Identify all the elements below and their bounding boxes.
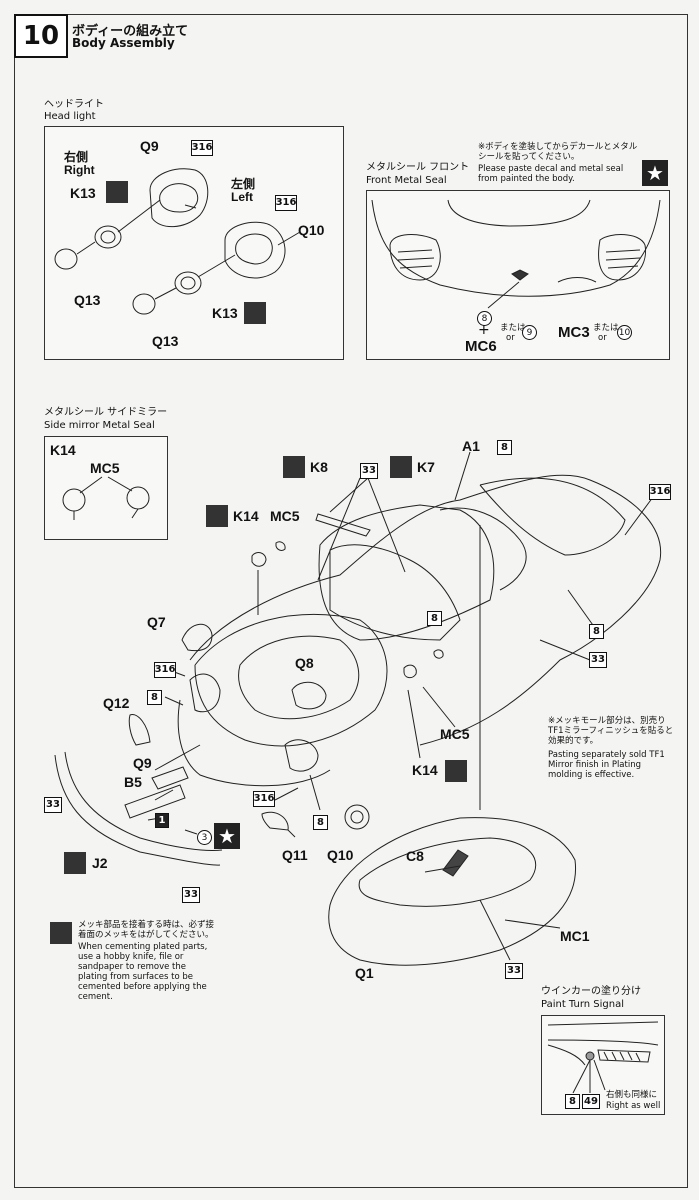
star-icon: ★ (214, 823, 240, 849)
label-b5: B5 (124, 774, 142, 790)
label-k14-main: K14 (233, 508, 259, 524)
decal-8-front: 8 (477, 311, 492, 326)
label-q11: Q11 (282, 847, 308, 863)
turn-signal-section-en: Paint Turn Signal (541, 999, 625, 1010)
label-k14-side: K14 (412, 762, 438, 778)
label-mc3: MC3 (558, 324, 590, 341)
headlight-left-jp: 左側 (231, 177, 256, 191)
paint-33-top: 33 (360, 463, 378, 479)
label-q1: Q1 (355, 965, 374, 981)
label-q9-main: Q9 (133, 755, 152, 771)
label-k13-left: K13 (212, 305, 238, 321)
decal-9-front: 9 (522, 325, 537, 340)
front-seal-plus: + (478, 322, 490, 338)
label-k8: K8 (310, 459, 328, 475)
label-q13-left: Q13 (152, 333, 179, 349)
label-q9-headlight: Q9 (140, 138, 159, 154)
label-k13-right: K13 (70, 185, 96, 201)
label-mc1: MC1 (560, 928, 590, 944)
step-title-en: Body Assembly (72, 36, 175, 50)
mirror-finish-note-jp: ※メッキモール部分は、別売りTF1ミラーフィニッシュを貼ると効果的です。 (548, 716, 674, 746)
label-mc6: MC6 (465, 338, 497, 355)
mirror-finish-note-en: Pasting separately sold TF1 Mirror finis… (548, 750, 665, 780)
paint-33-hatch: 33 (505, 963, 523, 979)
label-mc5-main: MC5 (270, 508, 300, 524)
or-en-2: or (598, 333, 607, 343)
step-title-jp: ボディーの組み立て (72, 24, 189, 39)
mirror-seal-section-jp: メタルシール サイドミラー (44, 407, 168, 418)
headlight-right-jp: 右側 (64, 150, 89, 164)
chrome-part-icon (445, 760, 467, 782)
headlight-right-en: Right (64, 163, 95, 177)
paint-316-headlight-b: 316 (275, 195, 297, 211)
label-mc5-inset: MC5 (90, 460, 120, 476)
front-seal-note-jp: ※ボディを塗装してからデカールとメタルシールを貼ってください。 (478, 142, 638, 162)
paint-49-turn: 49 (582, 1094, 600, 1109)
front-seal-note-en: Please paste decal and metal seal from p… (478, 164, 624, 184)
label-a1: A1 (462, 438, 480, 454)
plating-note-en: When cementing plated parts, use a hobby… (78, 942, 208, 1002)
page-frame (14, 14, 688, 1188)
paint-316-main-c: 316 (253, 791, 275, 807)
paint-8-front: 8 (147, 690, 162, 705)
paint-33-bumper-a: 33 (44, 797, 62, 813)
headlight-section-en: Head light (44, 111, 96, 122)
front-seal-section-en: Front Metal Seal (366, 175, 447, 186)
paint-8-lower: 8 (313, 815, 328, 830)
label-q12: Q12 (103, 695, 130, 711)
paint-33-rear: 33 (589, 652, 607, 668)
plating-note-jp: メッキ部品を接着する時は、必ず接着面のメッキをはがしてください。 (78, 920, 215, 940)
decal-10-front: 10 (617, 325, 632, 340)
chrome-part-icon (244, 302, 266, 324)
paint-8-rear: 8 (589, 624, 604, 639)
or-en-1: or (506, 333, 515, 343)
paint-33-bumper-b: 33 (182, 887, 200, 903)
label-c8: C8 (406, 848, 424, 864)
label-j2: J2 (92, 855, 108, 871)
chrome-part-icon (390, 456, 412, 478)
chrome-part-icon (206, 505, 228, 527)
paint-316-main-b: 316 (154, 662, 176, 678)
chrome-part-icon (50, 922, 72, 944)
paint-8-turn: 8 (565, 1094, 580, 1109)
decal-3-plate: 3 (197, 830, 212, 845)
label-mc5-side: MC5 (440, 726, 470, 742)
mirror-seal-section-en: Side mirror Metal Seal (44, 420, 155, 431)
label-q10-main: Q10 (327, 847, 354, 863)
or-jp-1: または (500, 323, 526, 333)
or-jp-2: または (593, 323, 619, 333)
turn-signal-panel (541, 1015, 665, 1115)
headlight-left-en: Left (231, 190, 253, 204)
turn-signal-same-jp: 右側も同様に (606, 1090, 658, 1100)
chrome-part-icon (283, 456, 305, 478)
label-q10-headlight: Q10 (298, 222, 325, 238)
star-icon: ★ (642, 160, 668, 186)
paint-1-plate: 1 (155, 813, 169, 828)
front-seal-section-jp: メタルシール フロント (366, 162, 470, 173)
turn-signal-same-en: Right as well (606, 1101, 661, 1111)
paint-316-main-a: 316 (649, 484, 671, 500)
step-number: 10 (14, 14, 68, 58)
mirror-seal-panel (44, 436, 168, 540)
paint-316-headlight-a: 316 (191, 140, 213, 156)
label-k7: K7 (417, 459, 435, 475)
label-k14-inset: K14 (50, 442, 76, 458)
label-q7: Q7 (147, 614, 166, 630)
paint-8-side: 8 (427, 611, 442, 626)
label-q8: Q8 (295, 655, 314, 671)
turn-signal-section-jp: ウインカーの塗り分け (541, 986, 641, 997)
chrome-part-icon (106, 181, 128, 203)
headlight-section-jp: ヘッドライト (44, 99, 104, 110)
paint-8-a1: 8 (497, 440, 512, 455)
label-q13-right: Q13 (74, 292, 101, 308)
chrome-part-icon (64, 852, 86, 874)
